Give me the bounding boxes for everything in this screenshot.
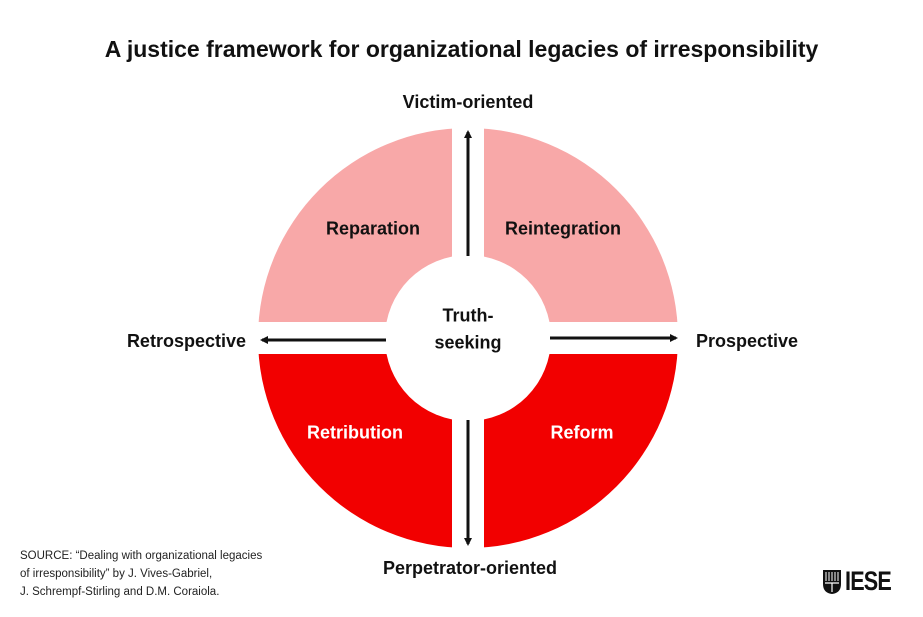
iese-logo: IESE <box>822 566 903 597</box>
center-circle <box>385 255 551 421</box>
source-line: SOURCE: “Dealing with organizational leg… <box>20 550 263 562</box>
quadrant-label-reform: Reform <box>550 422 614 443</box>
axis-label-right: Prospective <box>696 331 799 351</box>
axis-label-left: Retrospective <box>126 331 246 351</box>
quadrant-label-retribution: Retribution <box>307 422 403 443</box>
axis-label-top: Victim-oriented <box>402 92 534 112</box>
diagram-title: A justice framework for organizational l… <box>104 36 819 62</box>
logo-text: IESE <box>845 566 892 596</box>
quadrant-label-reparation: Reparation <box>325 218 421 239</box>
source-line: of irresponsibility” by J. Vives-Gabriel… <box>20 568 213 580</box>
axis-label-bottom: Perpetrator-oriented <box>382 558 558 578</box>
source-line: J. Schrempf-Stirling and D.M. Coraiola. <box>20 586 220 598</box>
center-label-line2: seeking <box>434 332 502 353</box>
shield-icon <box>823 569 841 594</box>
quadrant-label-reintegration: Reintegration <box>504 218 622 239</box>
center-label-line1: Truth- <box>442 305 494 326</box>
source-note: SOURCE: “Dealing with organizational leg… <box>20 547 262 601</box>
